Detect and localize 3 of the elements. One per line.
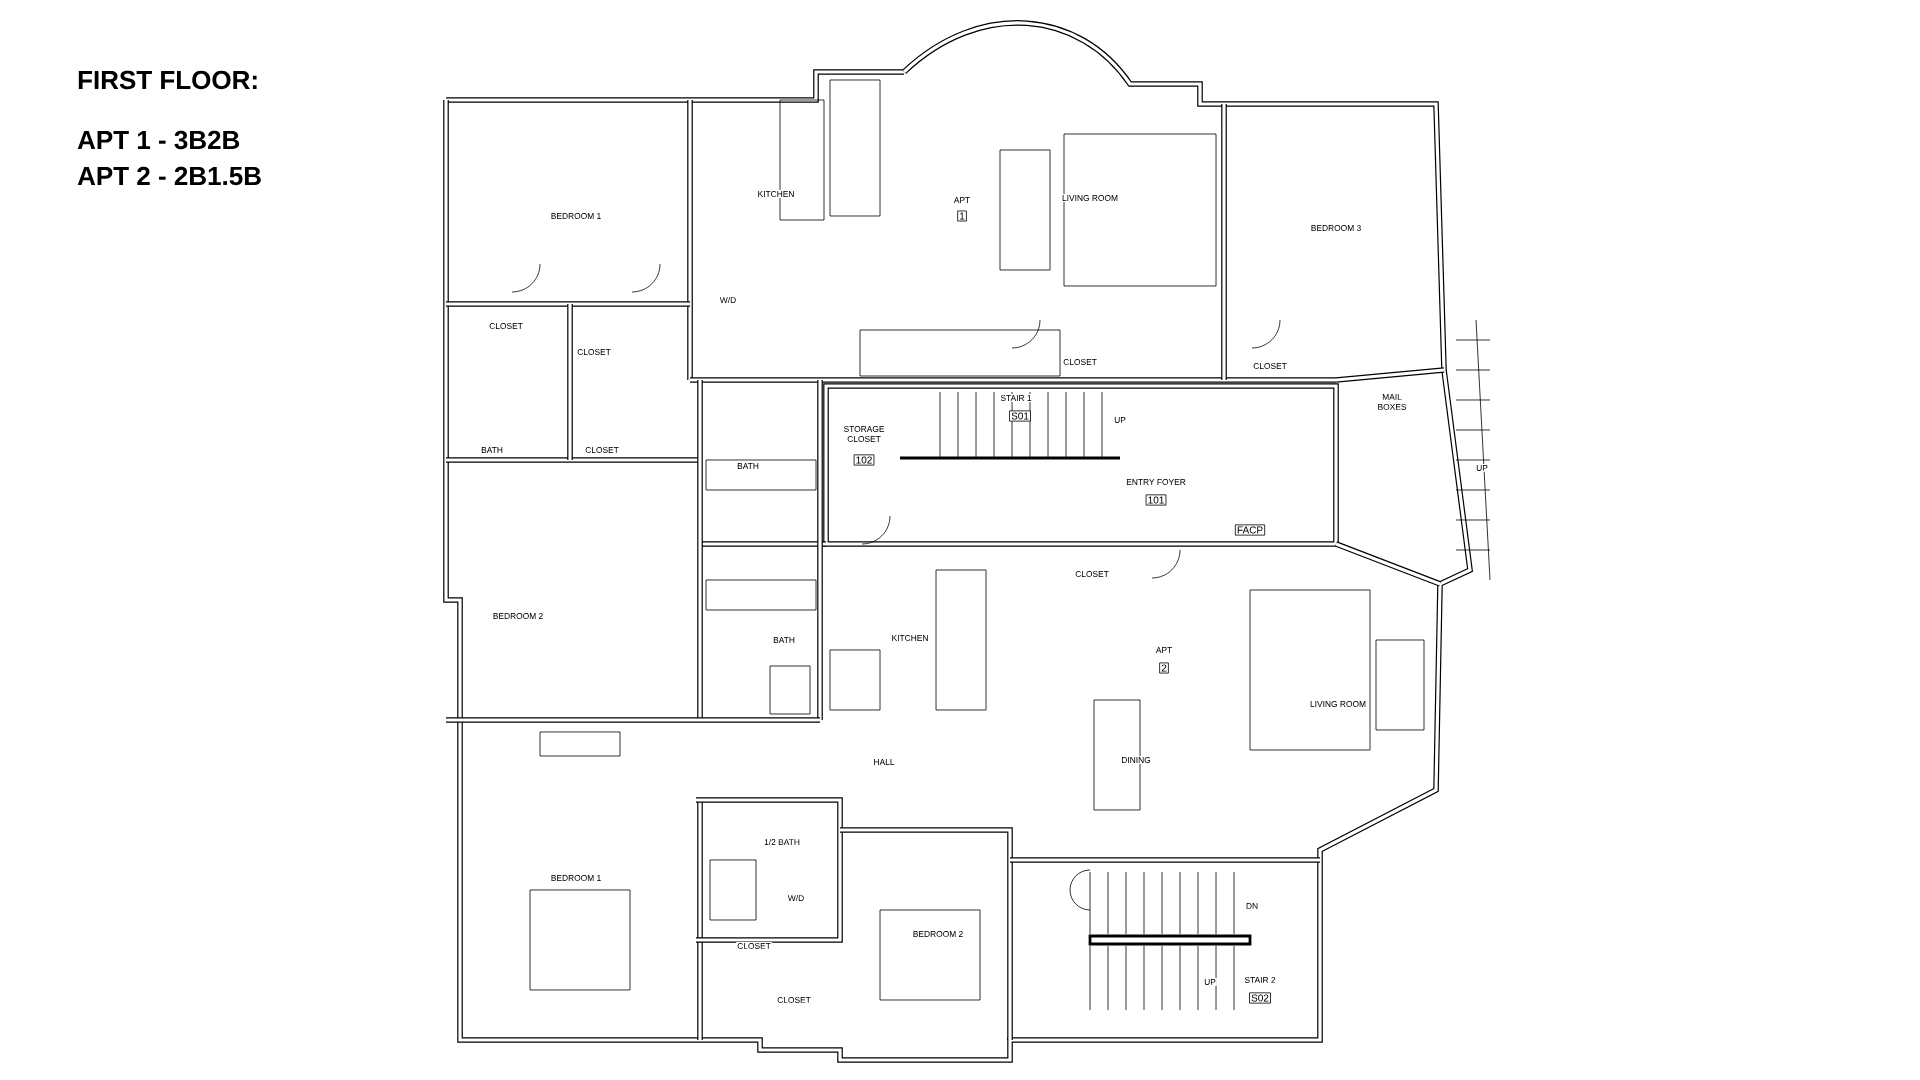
- floor-heading: FIRST FLOOR:: [78, 70, 257, 90]
- floor-heading: APT 1 - 3B2B: [77, 130, 240, 150]
- floor-heading: APT 2 - 2B1.5B: [77, 166, 261, 186]
